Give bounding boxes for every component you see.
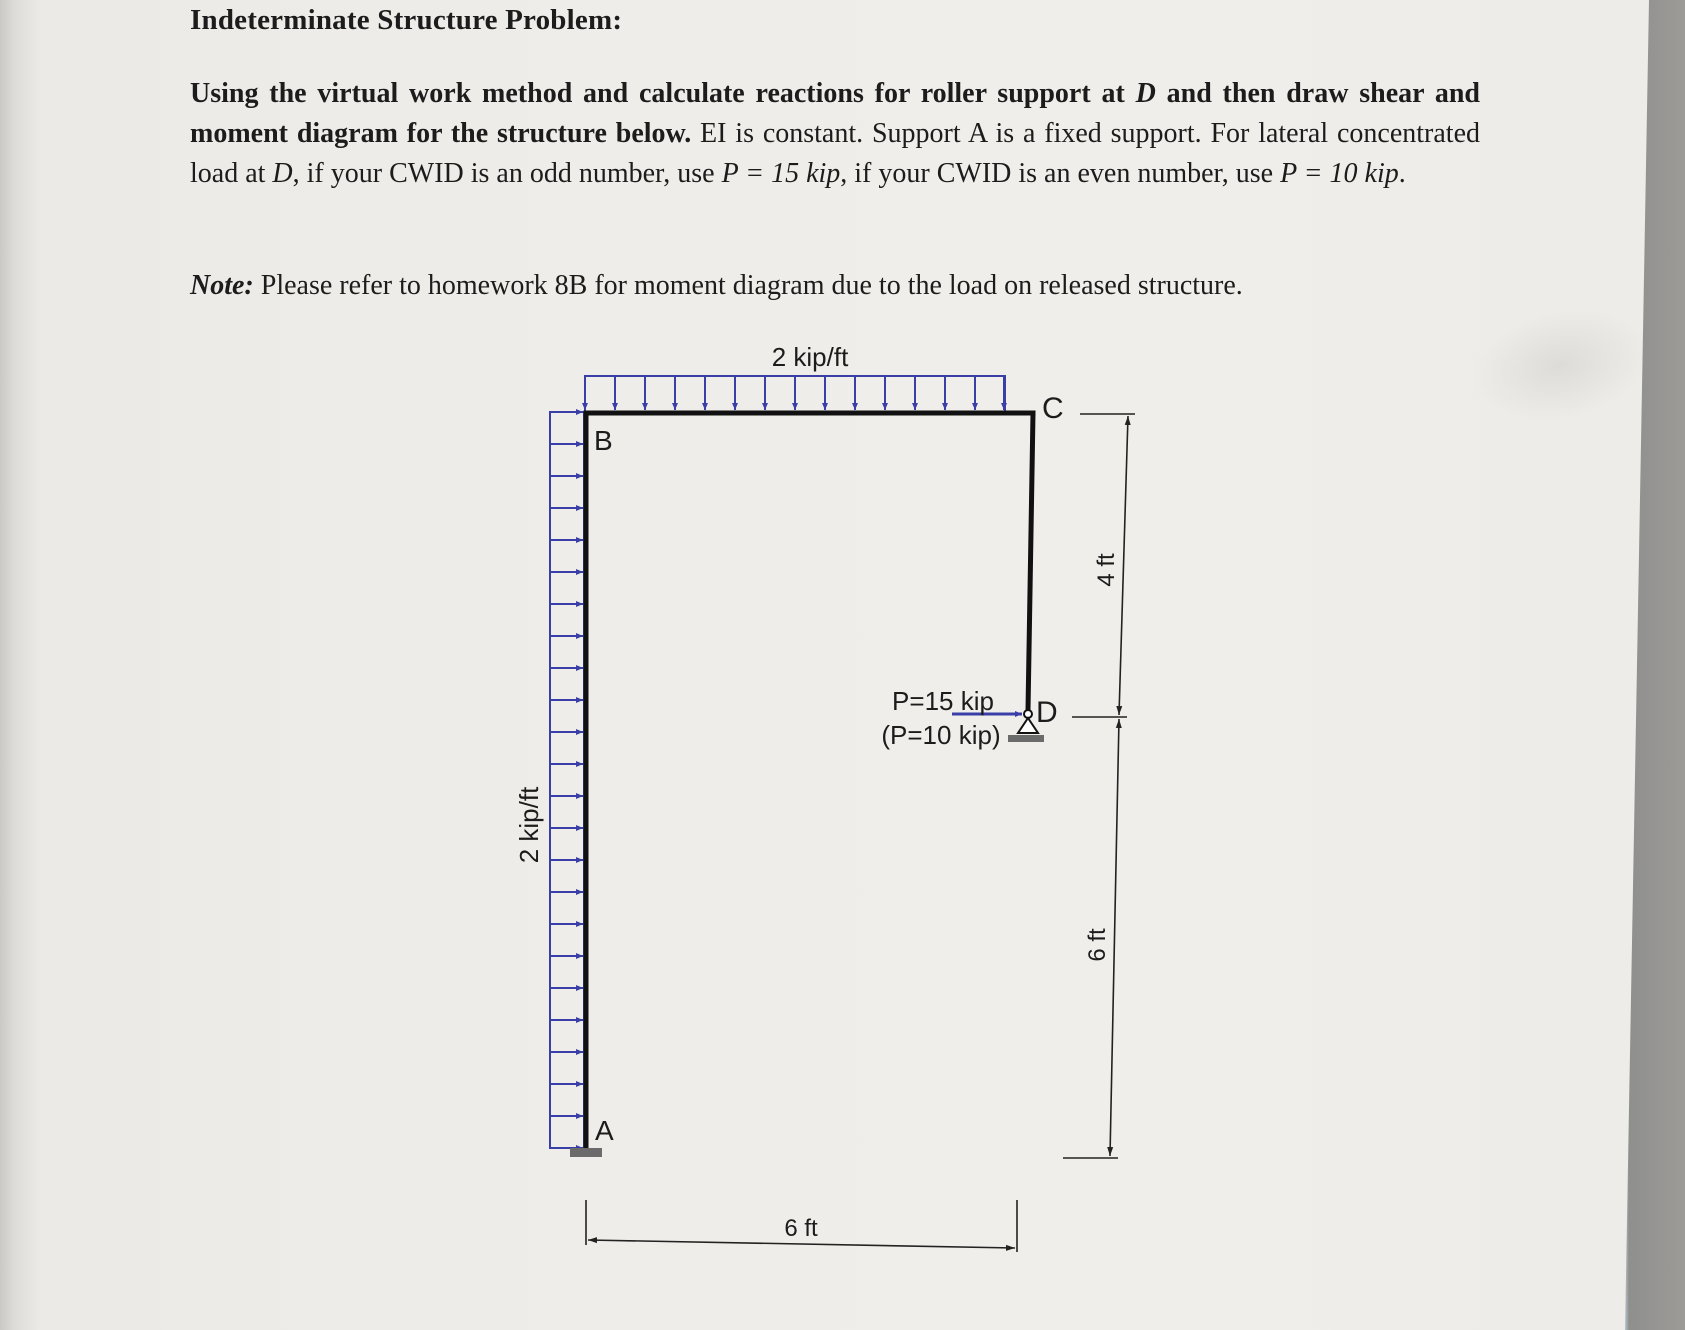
problem-title: Indeterminate Structure Problem: <box>190 4 623 36</box>
statement-period: . <box>1398 158 1406 189</box>
statement-part-3: EI is constant. Support A is a fixed sup… <box>190 118 1481 189</box>
point-load-alt-label: (P=10 kip) <box>881 720 1000 750</box>
point-load-label: P=15 kip <box>892 686 994 716</box>
member-cd <box>1025 410 1036 713</box>
node-label-b: B <box>594 425 613 456</box>
problem-statement: Using the virtual work method and calcul… <box>190 74 1480 194</box>
top-distributed-load: 2 kip/ft <box>582 342 1007 413</box>
dimension-vertical: 4 ft 6 ft <box>1063 413 1135 1159</box>
node-label-c: C <box>1042 392 1064 425</box>
dim-vertical-upper-label: 4 ft <box>1093 553 1120 587</box>
left-load-label: 2 kip/ft <box>514 786 544 863</box>
dim-horizontal-label: 6 ft <box>784 1215 818 1242</box>
note-label: Note: <box>190 270 254 301</box>
statement-part-2: and then draw shear and moment diagram f… <box>190 78 1480 149</box>
left-distributed-load: 2 kip/ft <box>514 409 585 1151</box>
node-label-d: D <box>1036 696 1058 729</box>
equation-p-odd: P = 15 kip <box>721 158 841 189</box>
top-load-label: 2 kip/ft <box>772 342 849 372</box>
equation-p-even: P = 10 kip <box>1280 158 1399 189</box>
note-text: Please refer to homework 8B for moment d… <box>253 270 1243 301</box>
roller-support-d <box>1008 709 1044 742</box>
node-label-a: A <box>595 1115 614 1146</box>
point-load-p: P=15 kip (P=10 kip) <box>881 686 1022 750</box>
dimension-horizontal: 6 ft <box>585 1200 1018 1252</box>
note-line: Note: Please refer to homework 8B for mo… <box>190 270 1243 302</box>
dim-vertical-lower-label: 6 ft <box>1084 928 1111 962</box>
statement-part-5: , if your CWID is an even number, use <box>840 158 1281 189</box>
var-d: D <box>1135 78 1156 109</box>
statement-part-4: , if your CWID is an odd number, use <box>292 158 722 189</box>
fixed-support-a <box>570 1148 602 1157</box>
frame-members <box>583 410 1036 1151</box>
var-d-2: D <box>272 158 293 189</box>
statement-part-1: Using the virtual work method and calcul… <box>190 78 1136 109</box>
